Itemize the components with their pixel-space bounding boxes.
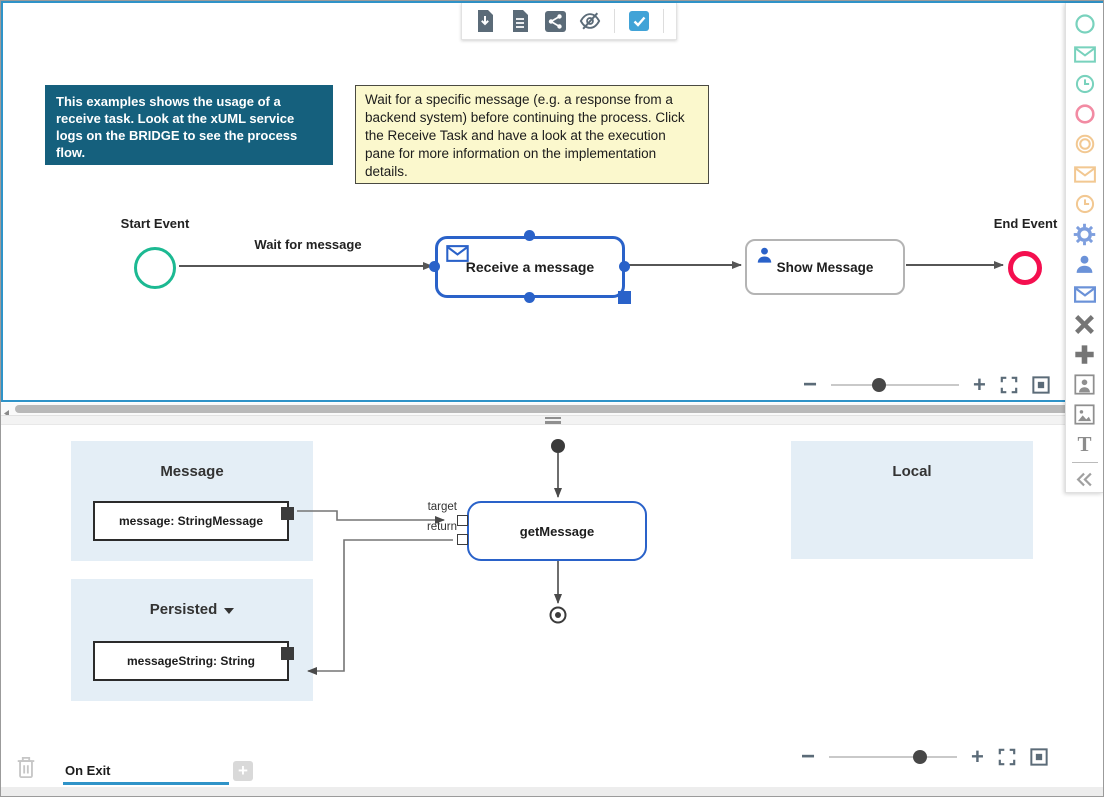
bpmn-zoom-controls: − + — [803, 371, 1050, 399]
add-tab-button[interactable]: + — [233, 761, 253, 781]
local-panel-title: Local — [892, 463, 932, 480]
activity-flow-lines — [297, 439, 567, 675]
parallel-gateway-icon[interactable] — [1070, 339, 1100, 369]
horizontal-scrollbar — [1, 403, 1103, 417]
image-icon[interactable] — [1070, 399, 1100, 429]
palette-divider — [1071, 462, 1098, 463]
persisted-panel-title: Persisted — [149, 601, 218, 618]
object-port[interactable] — [281, 647, 294, 660]
exclusive-gateway-icon[interactable] — [1070, 309, 1100, 339]
active-tab-indicator — [63, 782, 229, 785]
element-palette: T — [1065, 3, 1103, 493]
pin-label-target: target — [427, 501, 457, 513]
output-pin-return[interactable] — [457, 534, 468, 545]
sequence-flow-lines — [179, 261, 1004, 270]
resize-handle[interactable] — [618, 291, 631, 304]
pane-splitter — [1, 415, 1103, 425]
selection-handle-left[interactable] — [429, 261, 440, 272]
zoom-slider-handle[interactable] — [871, 378, 886, 392]
delete-tab-icon[interactable] — [15, 755, 37, 785]
start-event-label: Start Event — [120, 216, 190, 231]
fullscreen-icon[interactable] — [998, 748, 1016, 766]
document-report-icon[interactable] — [509, 10, 531, 32]
dropdown-caret-icon[interactable] — [224, 608, 235, 614]
export-document-icon[interactable] — [474, 10, 496, 32]
splitter-drag-handle[interactable] — [545, 416, 561, 424]
collapse-palette-icon[interactable] — [1070, 466, 1100, 492]
sequence-flow-label: Wait for message — [254, 237, 362, 252]
service-task-icon[interactable] — [1070, 219, 1100, 249]
participant-icon[interactable] — [1070, 369, 1100, 399]
end-event-node[interactable] — [1008, 251, 1042, 285]
footer-strip — [1, 787, 1103, 796]
start-event-icon[interactable] — [1070, 9, 1100, 39]
fit-to-screen-icon[interactable] — [1030, 748, 1048, 766]
zoom-slider[interactable] — [831, 378, 960, 392]
activity-zoom-controls: − + — [801, 743, 1048, 771]
end-event-label: End Event — [993, 216, 1058, 231]
message-object[interactable]: message: StringMessage — [93, 501, 294, 541]
timer-intermediate-event-icon[interactable] — [1070, 189, 1100, 219]
zoom-slider-handle[interactable] — [913, 750, 928, 764]
yellow-annotation-note[interactable]: Wait for a specific message (e.g. a resp… — [355, 85, 709, 184]
user-task-icon[interactable] — [1070, 249, 1100, 279]
selection-handle-bottom[interactable] — [524, 292, 535, 303]
message-icon — [446, 245, 469, 267]
share-icon[interactable] — [544, 10, 566, 32]
fit-to-screen-icon[interactable] — [1032, 376, 1050, 394]
persisted-object[interactable]: messageString: String — [93, 641, 294, 681]
diagram-toolbar — [461, 3, 677, 40]
pin-label-return: return — [426, 521, 457, 533]
start-event-node[interactable] — [134, 247, 176, 289]
message-intermediate-event-icon[interactable] — [1070, 159, 1100, 189]
object-port[interactable] — [281, 507, 294, 520]
zoom-out-button[interactable]: − — [803, 371, 818, 398]
timer-start-event-icon[interactable] — [1070, 69, 1100, 99]
fullscreen-icon[interactable] — [1000, 376, 1018, 394]
blue-annotation-note[interactable]: This examples shows the usage of a recei… — [45, 85, 333, 165]
toolbar-separator — [614, 9, 615, 33]
receive-task-label: Receive a message — [465, 259, 595, 275]
hide-annotations-icon[interactable] — [579, 10, 601, 32]
activity-editor-pane: Message message: StringMessage Persisted… — [1, 425, 1103, 796]
intermediate-event-icon[interactable] — [1070, 129, 1100, 159]
message-start-event-icon[interactable] — [1070, 39, 1100, 69]
toolbar-separator — [663, 9, 664, 33]
bpmn-editor-pane: This examples shows the usage of a recei… — [1, 1, 1103, 402]
zoom-in-button[interactable]: + — [971, 744, 984, 769]
text-annotation-icon[interactable]: T — [1077, 431, 1092, 456]
receive-task-icon[interactable] — [1070, 279, 1100, 309]
action-node-getmessage[interactable]: getMessage — [467, 501, 647, 561]
action-node-label: getMessage — [519, 523, 595, 539]
scrollbar-thumb[interactable] — [15, 405, 1101, 413]
zoom-out-button[interactable]: − — [801, 743, 816, 770]
message-panel-title: Message — [160, 463, 224, 480]
tab-on-exit[interactable]: On Exit — [65, 763, 111, 778]
receive-task-node[interactable]: Receive a message — [435, 236, 625, 298]
zoom-in-button[interactable]: + — [973, 372, 986, 397]
local-panel[interactable]: Local — [791, 441, 1033, 559]
selection-handle-top[interactable] — [524, 230, 535, 241]
annotations-checkbox-icon[interactable] — [628, 10, 650, 32]
selection-handle-right[interactable] — [619, 261, 630, 272]
user-task-label: Show Message — [776, 259, 874, 275]
zoom-slider[interactable] — [829, 750, 958, 764]
message-object-label: message: StringMessage — [118, 514, 264, 528]
persisted-object-label: messageString: String — [126, 654, 256, 668]
input-pin-target[interactable] — [457, 515, 468, 526]
user-icon — [755, 246, 774, 270]
user-task-node[interactable]: Show Message — [745, 239, 905, 295]
end-event-icon[interactable] — [1070, 99, 1100, 129]
